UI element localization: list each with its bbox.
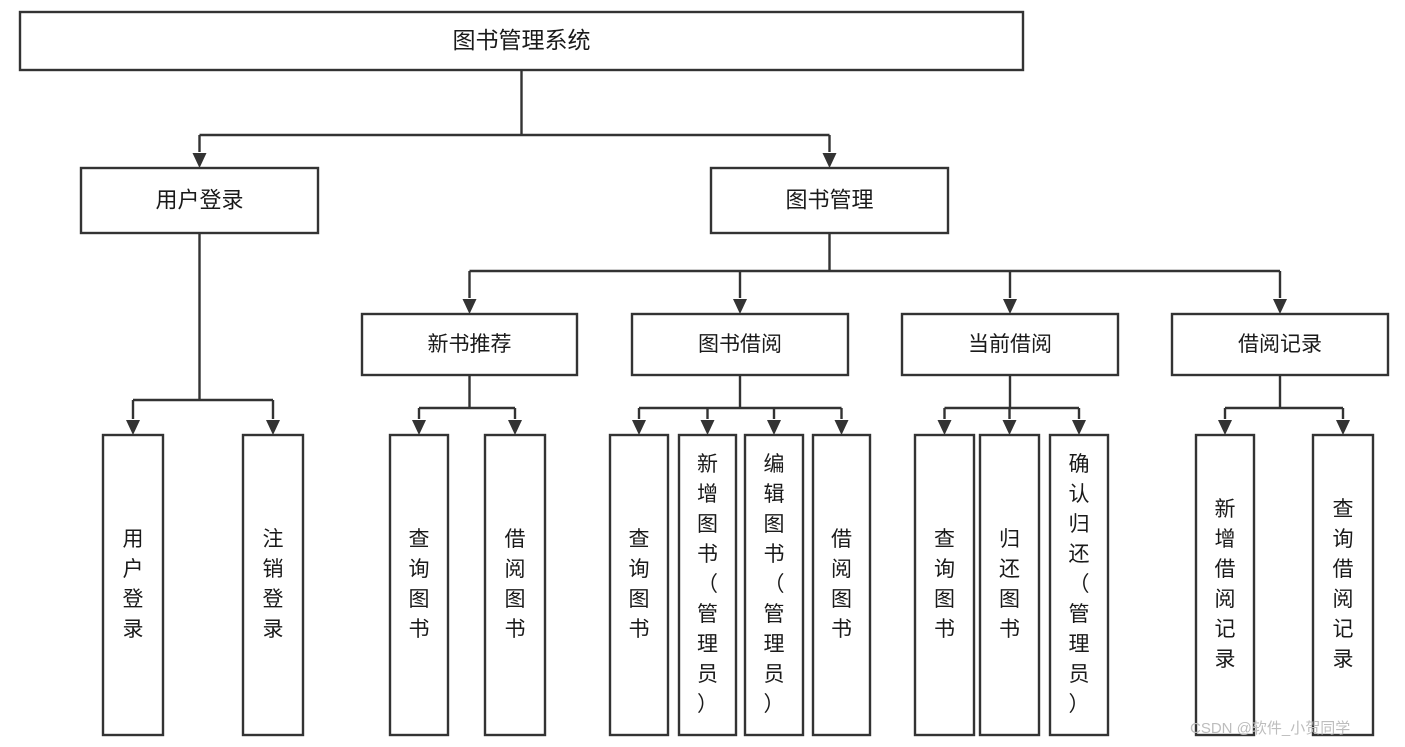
node-box — [811, 433, 872, 737]
arrow-head-icon — [733, 299, 747, 314]
node-box — [18, 10, 1025, 72]
arrow-head-icon — [508, 420, 522, 435]
node-box — [79, 166, 320, 235]
node-book-borrow[interactable]: 图书借阅 — [630, 312, 850, 377]
arrow-head-icon — [1002, 420, 1017, 435]
node-box — [913, 433, 976, 737]
node-label: 注销登录 — [263, 528, 284, 641]
node-leaf-query-book-1[interactable]: 查询图书 — [388, 433, 450, 737]
node-leaf-edit-book[interactable]: 编辑图书（管理员） — [743, 433, 805, 737]
node-label: 查询图书 — [629, 528, 650, 641]
node-box — [608, 433, 670, 737]
arrow-head-icon — [462, 299, 477, 314]
node-label: 图书管理 — [785, 187, 873, 212]
arrow-head-icon — [632, 420, 646, 435]
arrow-head-icon — [1336, 420, 1350, 435]
arrow-head-icon — [822, 153, 837, 168]
node-label: 借阅图书 — [831, 528, 852, 641]
node-label: 查询图书 — [409, 528, 430, 641]
node-borrow-record[interactable]: 借阅记录 — [1170, 312, 1390, 377]
arrow-head-icon — [1218, 420, 1232, 435]
node-leaf-borrow-book-1[interactable]: 借阅图书 — [483, 433, 547, 737]
node-label: 图书借阅 — [698, 333, 782, 356]
node-leaf-logout[interactable]: 注销登录 — [241, 433, 305, 737]
arrow-head-icon — [412, 420, 426, 435]
node-box — [630, 312, 850, 377]
node-box — [1194, 433, 1256, 737]
node-layer: 图书管理系统用户登录图书管理新书推荐图书借阅当前借阅借阅记录用户登录注销登录查询… — [18, 10, 1390, 737]
node-label: 查询借阅记录 — [1333, 498, 1354, 671]
connector-layer — [126, 70, 1350, 435]
watermark-label: CSDN @软件_小贺同学 — [1190, 720, 1350, 737]
node-label: 图书管理系统 — [453, 27, 591, 53]
node-label: 用户登录 — [123, 528, 144, 641]
node-leaf-return-book[interactable]: 归还图书 — [978, 433, 1041, 737]
node-leaf-query-book-2[interactable]: 查询图书 — [608, 433, 670, 737]
node-label: 归还图书 — [999, 528, 1020, 641]
node-label: 新增图书（管理员） — [697, 453, 718, 716]
arrow-head-icon — [834, 420, 849, 435]
node-label: 借阅记录 — [1238, 333, 1322, 356]
node-box — [900, 312, 1120, 377]
node-leaf-add-book[interactable]: 新增图书（管理员） — [677, 433, 738, 737]
node-box — [241, 433, 305, 737]
arrow-head-icon — [1072, 420, 1086, 435]
node-label: 当前借阅 — [968, 333, 1052, 356]
node-new-book-recommend[interactable]: 新书推荐 — [360, 312, 579, 377]
node-label: 新增借阅记录 — [1215, 498, 1236, 671]
node-label: 查询图书 — [934, 528, 955, 641]
node-book-manage[interactable]: 图书管理 — [709, 166, 950, 235]
arrow-head-icon — [1003, 299, 1017, 314]
arrow-head-icon — [937, 420, 952, 435]
node-current-borrow[interactable]: 当前借阅 — [900, 312, 1120, 377]
arrow-head-icon — [1273, 299, 1287, 314]
arrow-head-icon — [700, 420, 715, 435]
arrow-head-icon — [192, 153, 207, 168]
node-label: 编辑图书（管理员） — [764, 453, 785, 716]
node-box — [743, 433, 805, 737]
node-root[interactable]: 图书管理系统 — [18, 10, 1025, 72]
node-label: 确认归还（管理员） — [1069, 453, 1090, 716]
node-box — [388, 433, 450, 737]
node-leaf-user-login[interactable]: 用户登录 — [101, 433, 165, 737]
arrow-head-icon — [266, 420, 280, 435]
node-leaf-add-record[interactable]: 新增借阅记录 — [1194, 433, 1256, 737]
node-leaf-query-record[interactable]: 查询借阅记录 — [1311, 433, 1375, 737]
node-box — [677, 433, 738, 737]
node-box — [483, 433, 547, 737]
arrow-head-icon — [767, 420, 781, 435]
node-user-login[interactable]: 用户登录 — [79, 166, 320, 235]
node-box — [101, 433, 165, 737]
node-leaf-confirm-return[interactable]: 确认归还（管理员） — [1048, 433, 1110, 737]
node-box — [1048, 433, 1110, 737]
arrow-head-icon — [126, 420, 140, 435]
node-box — [709, 166, 950, 235]
node-label: 用户登录 — [155, 187, 243, 212]
node-leaf-query-book-3[interactable]: 查询图书 — [913, 433, 976, 737]
node-box — [1311, 433, 1375, 737]
node-label: 新书推荐 — [428, 333, 512, 356]
node-box — [978, 433, 1041, 737]
node-box — [360, 312, 579, 377]
node-box — [1170, 312, 1390, 377]
node-label: 借阅图书 — [505, 528, 526, 641]
node-leaf-borrow-book-2[interactable]: 借阅图书 — [811, 433, 872, 737]
